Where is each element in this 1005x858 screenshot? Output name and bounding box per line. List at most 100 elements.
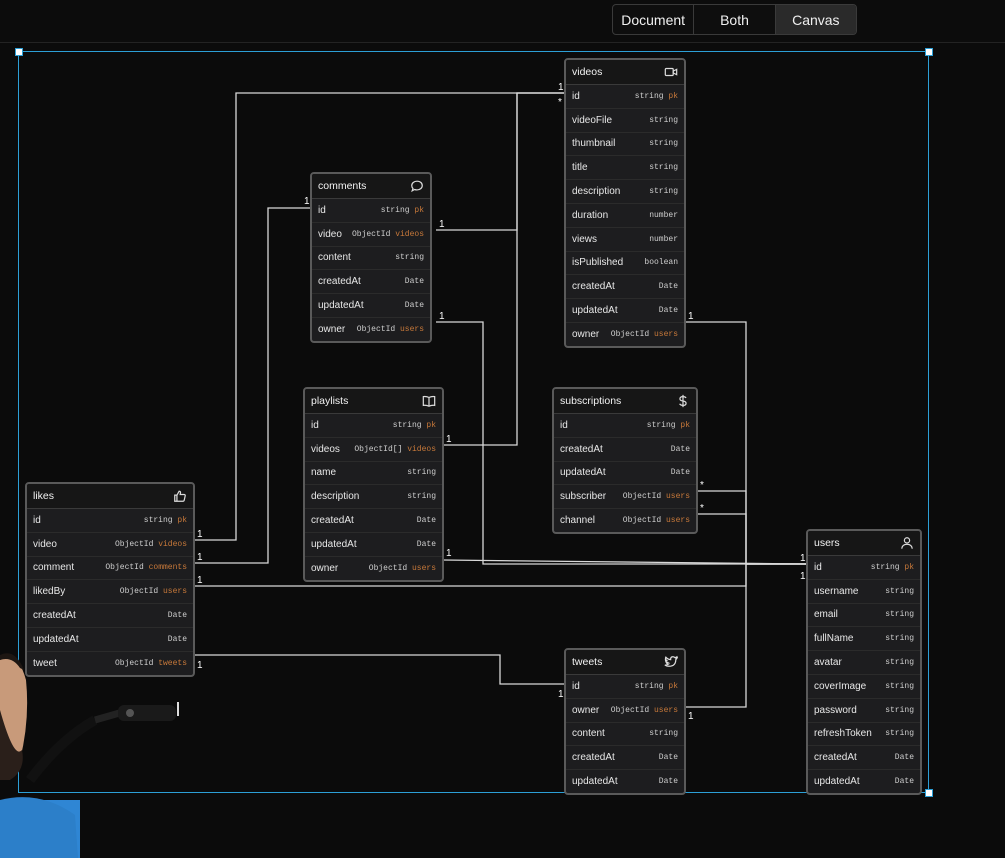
resize-handle-top-left[interactable] <box>15 48 23 56</box>
field-row[interactable]: createdAt Date <box>305 509 442 533</box>
field-name: updatedAt <box>33 633 79 645</box>
field-type: string pk <box>635 92 678 101</box>
table-title: likes <box>33 490 55 502</box>
field-name: id <box>318 204 326 216</box>
field-type-label: string <box>143 515 173 525</box>
chat-bubble-icon <box>410 179 424 193</box>
field-type-label: ObjectId <box>368 563 408 573</box>
field-name: createdAt <box>560 443 603 455</box>
table-title: tweets <box>572 656 603 668</box>
field-name: refreshToken <box>814 728 872 740</box>
field-type-label: Date <box>167 634 187 644</box>
field-type-label: ObjectId <box>114 658 154 668</box>
field-name: content <box>572 728 605 740</box>
field-reference: pk <box>680 420 690 430</box>
table-header[interactable]: videos <box>566 60 684 85</box>
selection-frame[interactable] <box>18 51 929 793</box>
field-name: createdAt <box>814 752 857 764</box>
field-type-label: Date <box>416 516 436 526</box>
canvas-view-button[interactable]: Canvas <box>775 5 856 34</box>
table-header[interactable]: users <box>808 531 920 556</box>
field-type: string pk <box>635 682 678 691</box>
field-name: createdAt <box>311 515 354 527</box>
field-name: email <box>814 609 838 621</box>
table-header[interactable]: playlists <box>305 389 442 414</box>
field-name: id <box>572 90 580 102</box>
table-header[interactable]: subscriptions <box>554 389 696 414</box>
field-name: subscriber <box>560 491 607 503</box>
field-type-label: ObjectId <box>351 229 391 239</box>
field-type: string <box>649 163 678 172</box>
document-view-button[interactable]: Document <box>613 5 695 34</box>
table-header[interactable]: tweets <box>566 650 684 675</box>
resize-handle-bottom-right[interactable] <box>925 789 933 797</box>
field-row[interactable]: id string pk <box>566 85 684 109</box>
table-header[interactable]: comments <box>312 174 430 199</box>
field-reference: pk <box>904 562 914 572</box>
field-type-label: Date <box>658 306 678 316</box>
both-view-button[interactable]: Both <box>694 5 776 34</box>
resize-handle-top-right[interactable] <box>925 48 933 56</box>
field-type-label: string <box>885 729 914 739</box>
field-row[interactable]: updatedAt Date <box>27 628 193 652</box>
field-type: string <box>885 587 914 596</box>
table-header[interactable]: likes <box>27 484 193 509</box>
field-row[interactable]: refreshToken string <box>808 723 920 747</box>
field-reference: videos <box>407 444 436 454</box>
